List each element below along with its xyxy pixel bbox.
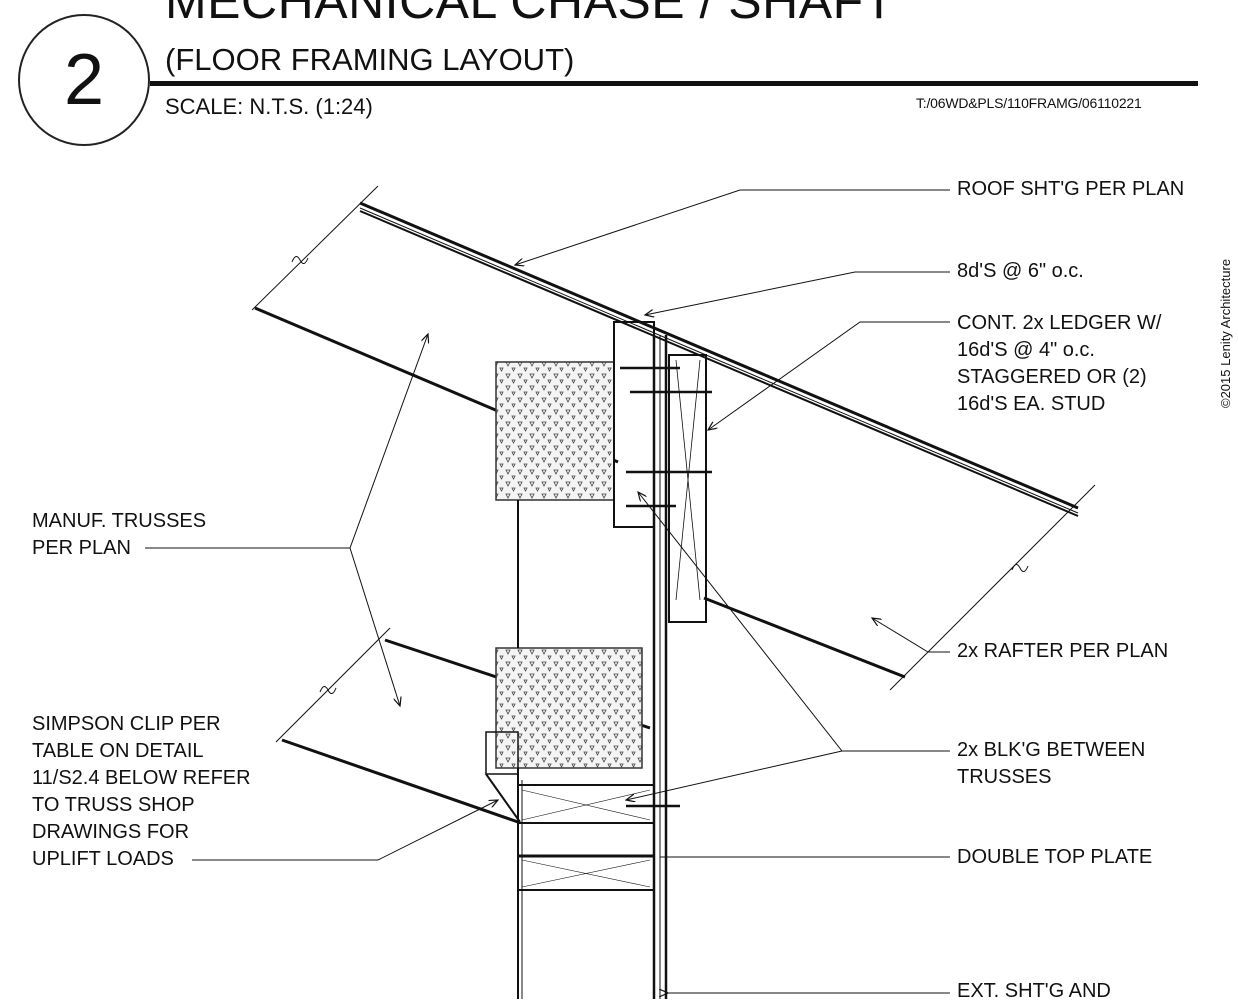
detail-number-badge: 2 xyxy=(18,14,150,146)
callout-blocking: 2x BLK'G BETWEEN TRUSSES xyxy=(957,737,1145,791)
insulation-upper xyxy=(495,361,615,501)
callout-simpson-line: DRAWINGS FOR xyxy=(32,821,190,843)
callout-nailing: 8d'S @ 6" o.c. xyxy=(957,260,1084,282)
file-path: T:/06WD&PLS/110FRAMG/06110221 xyxy=(916,95,1142,111)
callout-simpson-line: UPLIFT LOADS xyxy=(32,848,174,870)
callout-ledger-line: 16d'S @ 4" o.c. xyxy=(957,339,1095,361)
callout-trusses-line: PER PLAN xyxy=(32,537,131,559)
callout-simpson-line: TO TRUSS SHOP xyxy=(32,794,195,816)
detail-subtitle: (FLOOR FRAMING LAYOUT) xyxy=(165,42,575,77)
callout-rafter: 2x RAFTER PER PLAN xyxy=(957,640,1169,662)
callout-blocking-line: TRUSSES xyxy=(957,766,1052,788)
title-rule xyxy=(150,81,1198,86)
insulation-lower xyxy=(495,647,643,769)
callout-ledger-line: CONT. 2x LEDGER W/ xyxy=(957,312,1162,334)
callout-roof-sheathing: ROOF SHT'G PER PLAN xyxy=(957,178,1185,200)
leader-lines xyxy=(145,189,950,993)
detail-scale: SCALE: N.T.S. (1:24) xyxy=(165,94,373,119)
callout-ledger-line: 16d'S EA. STUD xyxy=(957,393,1106,415)
nails xyxy=(620,366,712,808)
callout-simpson-line: 11/S2.4 BELOW REFER xyxy=(32,767,251,789)
break-lines xyxy=(251,185,1096,743)
callout-blocking-line: 2x BLK'G BETWEEN xyxy=(957,739,1146,761)
callout-trusses-line: MANUF. TRUSSES xyxy=(32,510,207,532)
callout-trusses: MANUF. TRUSSES PER PLAN xyxy=(32,508,206,562)
detail-title: MECHANICAL CHASE / SHAFT xyxy=(165,0,895,29)
callout-ledger-line: STAGGERED OR (2) xyxy=(957,366,1147,388)
callout-ext-sheathing: EXT. SHT'G AND xyxy=(957,980,1111,1002)
callout-top-plate: DOUBLE TOP PLATE xyxy=(957,846,1153,868)
callout-simpson-line: SIMPSON CLIP PER xyxy=(32,713,221,735)
callout-simpson-clip: SIMPSON CLIP PER TABLE ON DETAIL 11/S2.4… xyxy=(32,711,251,873)
callout-ledger: CONT. 2x LEDGER W/ 16d'S @ 4" o.c. STAGG… xyxy=(957,310,1161,418)
rafter-line xyxy=(703,596,906,679)
roof-sheathing xyxy=(359,201,1079,517)
wall-framing xyxy=(485,321,707,999)
callout-simpson-line: TABLE ON DETAIL xyxy=(32,740,204,762)
